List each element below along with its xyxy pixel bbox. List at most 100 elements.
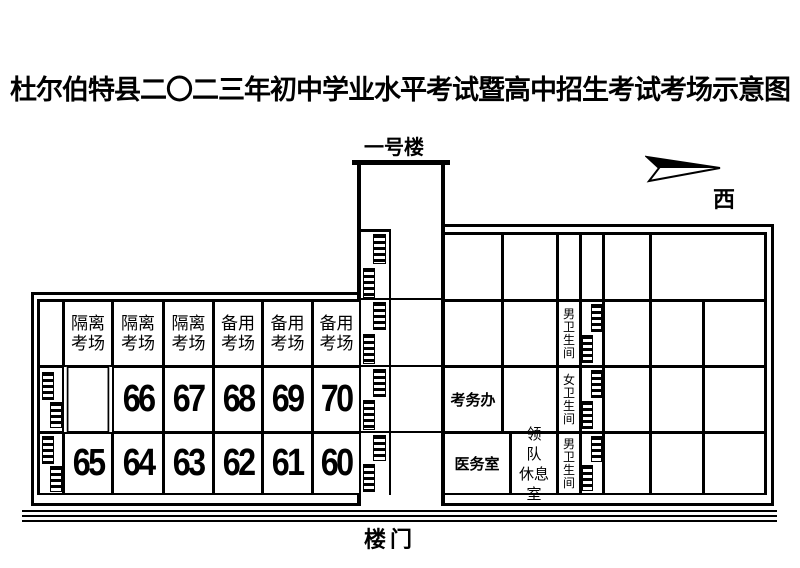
room (703, 432, 766, 495)
stairs-icon (363, 334, 375, 364)
diagram-title: 杜尔伯特县二〇二三年初中学业水平考试暨高中招生考试考场示意图 (10, 75, 791, 106)
room-label: 隔离考场 (121, 313, 155, 354)
room-number: 66 (122, 378, 156, 420)
room-empty (66, 366, 110, 433)
stairs-icon (373, 369, 386, 397)
room-isolation-1: 隔离考场 (63, 300, 113, 367)
leader-lounge-label: 休息室 (518, 464, 549, 503)
room (502, 233, 558, 301)
divider (361, 298, 391, 300)
room-70: 70 (312, 366, 361, 433)
room-62: 62 (213, 432, 263, 495)
room (703, 300, 766, 367)
left-wing (31, 292, 361, 506)
room (580, 233, 604, 301)
divider (389, 232, 391, 495)
stairs-icon (591, 370, 602, 398)
restroom-label: 女卫生间 (562, 372, 575, 426)
ground-line (22, 510, 777, 512)
stairs-icon (582, 335, 593, 363)
central-stairwell (361, 232, 391, 495)
restroom-label: 男卫生间 (562, 436, 575, 490)
stairs-icon (582, 465, 593, 491)
room-label: 备用考场 (319, 313, 354, 354)
entrance-label: 楼门 (364, 527, 417, 553)
stairwell-right (580, 432, 604, 495)
room-backup-2: 备用考场 (262, 300, 313, 367)
room-69: 69 (262, 366, 313, 433)
divider (390, 431, 442, 433)
leader-lounge: 领 队 休息室 (510, 425, 558, 503)
room-number: 62 (222, 442, 256, 484)
stairwell-left-upper (38, 366, 64, 433)
leader-lounge-label: 领 队 (526, 424, 557, 463)
right-wing (441, 224, 774, 506)
stairs-icon (591, 436, 602, 462)
room-label: 备用考场 (270, 313, 305, 354)
divider (361, 431, 391, 433)
room-number: 65 (72, 442, 106, 484)
stairs-icon (50, 466, 62, 492)
room-number: 68 (222, 378, 256, 420)
arrow-west-icon (645, 155, 721, 183)
room (703, 366, 766, 433)
room-65: 65 (63, 432, 113, 495)
stairs-icon (363, 400, 375, 430)
compass-label: 西 (713, 187, 736, 213)
stairs-icon (42, 436, 54, 464)
room (650, 233, 766, 301)
room-66: 66 (112, 366, 164, 433)
stairs-icon (373, 234, 386, 264)
room-backup-1: 备用考场 (213, 300, 263, 367)
exam-office: 考务办 (443, 366, 503, 433)
stairs-icon (363, 268, 375, 298)
stairs-icon (591, 304, 602, 332)
room (603, 432, 651, 495)
ground-line (22, 515, 777, 517)
stairs-icon (363, 464, 375, 492)
room-label: 隔离考场 (171, 313, 206, 354)
stairwell-left-lower (38, 432, 64, 495)
room-61: 61 (262, 432, 313, 495)
room (650, 300, 704, 367)
room-label: 隔离考场 (71, 313, 105, 354)
room (650, 432, 704, 495)
room (502, 300, 558, 367)
divider (361, 365, 391, 367)
divider (390, 298, 442, 300)
stairs-icon (50, 402, 62, 428)
room-label: 备用考场 (221, 313, 255, 354)
room-isolation-3: 隔离考场 (163, 300, 214, 367)
stairwell-right (580, 300, 604, 367)
stairs-icon (373, 302, 386, 330)
room (557, 233, 581, 301)
room-60: 60 (312, 432, 361, 495)
room-67: 67 (163, 366, 214, 433)
room-number: 70 (321, 378, 354, 420)
building-name: 一号楼 (364, 135, 424, 159)
ground-line (22, 520, 777, 522)
stairs-icon (373, 435, 386, 461)
room (443, 300, 503, 367)
room (603, 233, 651, 301)
restroom-male-2: 男卫生间 (557, 432, 581, 495)
room (603, 366, 651, 433)
room-number: 64 (122, 442, 156, 484)
restroom-female: 女卫生间 (557, 366, 581, 433)
room-number: 69 (272, 378, 305, 420)
restroom-male-1: 男卫生间 (557, 300, 581, 367)
room-number: 61 (272, 442, 305, 484)
room (650, 366, 704, 433)
room-63: 63 (163, 432, 214, 495)
tower-divider (361, 229, 391, 232)
stairwell-right (580, 366, 604, 433)
restroom-label: 男卫生间 (562, 306, 575, 360)
room-64: 64 (112, 432, 164, 495)
divider (390, 365, 442, 367)
room-number: 63 (173, 442, 206, 484)
room-number: 60 (321, 442, 354, 484)
stairs-icon (42, 372, 54, 400)
room (603, 300, 651, 367)
room-68: 68 (213, 366, 263, 433)
